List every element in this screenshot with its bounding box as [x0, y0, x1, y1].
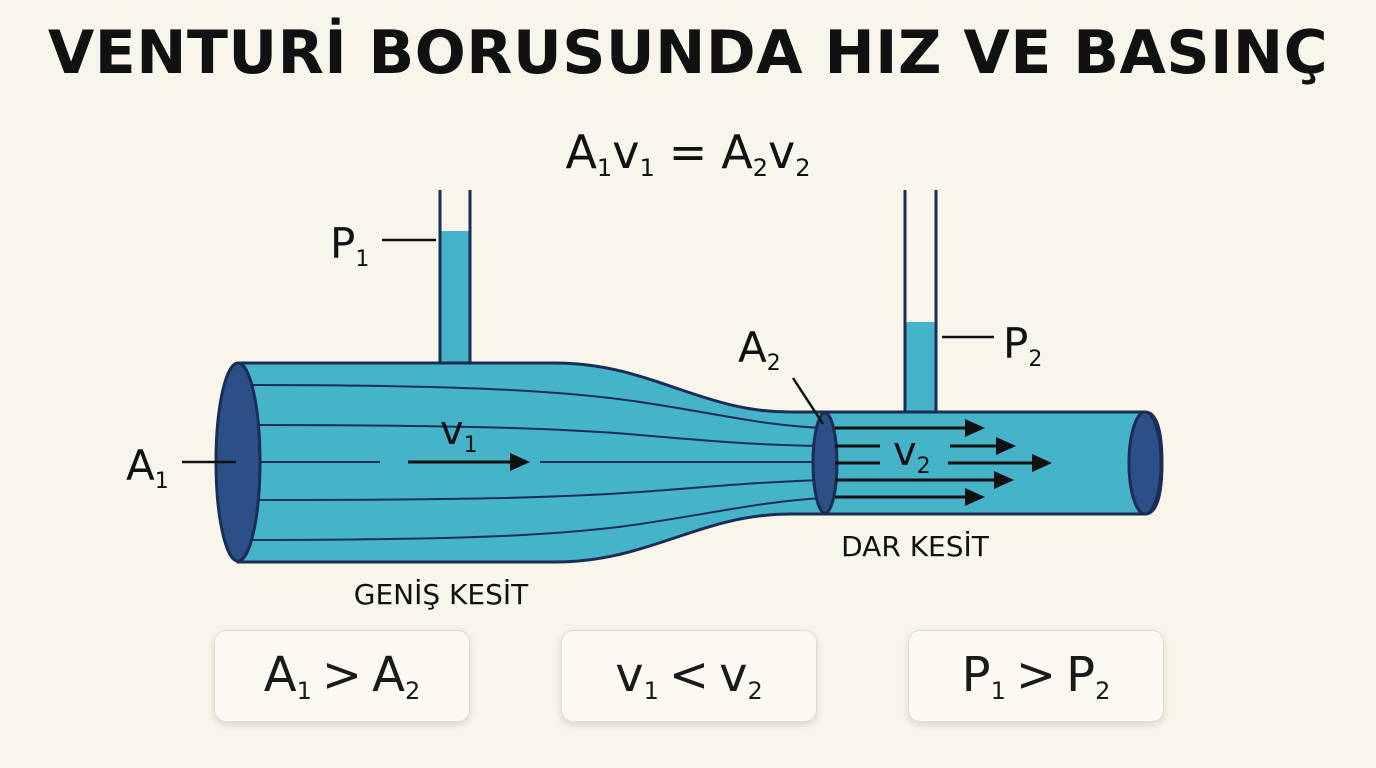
outlet-opening: [1127, 410, 1163, 516]
label-a2: A2: [738, 323, 781, 376]
relation-area: A1>A2: [263, 647, 421, 705]
velocity-arrow-v1: [408, 453, 530, 471]
relation-pressure: P1>P2: [961, 647, 1111, 705]
relation-area-box: A1>A2: [214, 630, 470, 722]
relation-pressure-box: P1>P2: [908, 630, 1164, 722]
relation-velocity-box: v1<v2: [561, 630, 817, 722]
label-v2: v2: [893, 429, 931, 479]
throat-opening: [811, 411, 839, 515]
velocity-arrows-v2: [835, 426, 1035, 499]
continuity-equation: A1v1=A2v2: [565, 125, 810, 182]
label-narrow-section: DAR KESİT: [841, 530, 990, 563]
relation-velocity: v1<v2: [615, 647, 763, 705]
streamlines: [244, 384, 823, 541]
label-v1: v1: [440, 408, 478, 458]
label-a1: A1: [126, 441, 169, 494]
page-title: VENTURİ BORUSUNDA HIZ VE BASINÇ: [47, 18, 1329, 88]
manometer-tube-2: [903, 190, 938, 414]
leader-a2: [791, 377, 825, 425]
label-p1: P1: [330, 219, 369, 272]
manometer-tube-1: [438, 190, 472, 365]
label-wide-section: GENİŞ KESİT: [354, 578, 529, 611]
label-p2: P2: [1003, 319, 1042, 372]
